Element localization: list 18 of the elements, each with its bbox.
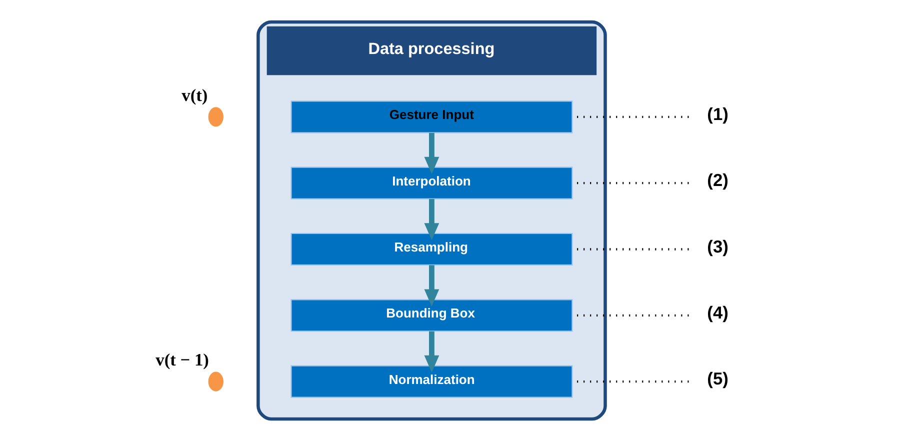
- node-text: (3): [706, 236, 728, 256]
- arrow: [424, 330, 439, 372]
- node-text: (5): [706, 368, 728, 388]
- arrow: [424, 132, 439, 174]
- node-circle: [208, 106, 223, 126]
- node-text: (1): [706, 103, 728, 124]
- node-box: Bounding Box: [290, 298, 572, 332]
- arrow: [424, 198, 439, 240]
- node-box: Resampling: [290, 232, 572, 266]
- node-text: (2): [706, 170, 728, 190]
- node-label: v(t): [181, 85, 208, 104]
- node-box: Interpolation: [290, 166, 572, 199]
- node-circle: [208, 371, 223, 391]
- arrow: [424, 264, 439, 306]
- node-box: Gesture Input: [290, 100, 572, 133]
- node-box: Normalization: [290, 364, 572, 398]
- node-text: (4): [706, 302, 728, 322]
- node-label: v(t − 1): [155, 350, 208, 370]
